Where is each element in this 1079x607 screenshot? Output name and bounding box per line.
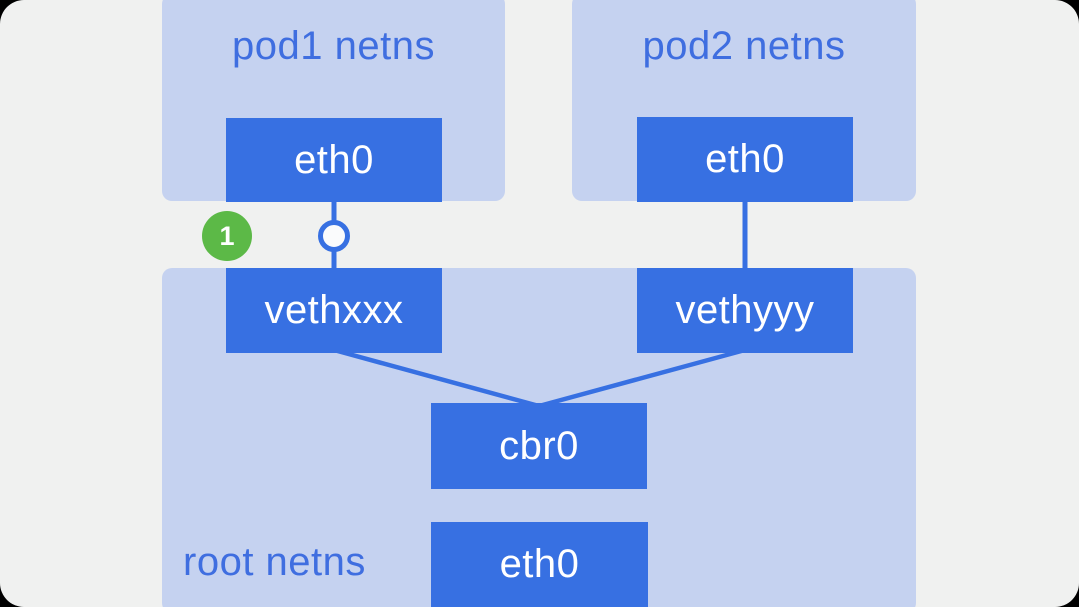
vethxxx-label: vethxxx [264,288,404,332]
pod1-netns-label: pod1 netns [232,24,435,68]
cbr0-label: cbr0 [499,423,579,468]
vethyyy-label: vethyyy [675,288,815,332]
veth-pair-circle-marker [318,220,350,252]
root-eth0-box: eth0 [431,522,648,607]
pod1-eth0-label: eth0 [294,137,374,182]
vethyyy-box: vethyyy [637,268,853,353]
cbr0-bridge-box: cbr0 [431,403,647,489]
step-1-badge-number: 1 [219,220,235,251]
root-netns-label: root netns [183,540,366,584]
wire-vethxxx-to-cbr0 [333,347,540,409]
root-eth0-label: eth0 [499,542,580,586]
pod2-eth0-label: eth0 [705,137,785,181]
wire-vethyyy-to-cbr0 [538,347,746,409]
vethxxx-box: vethxxx [226,268,442,353]
step-1-badge: 1 [202,211,252,261]
pod2-netns-label: pod2 netns [642,24,846,68]
pod2-eth0-box: eth0 [637,117,853,202]
pod1-eth0-box: eth0 [226,118,442,202]
